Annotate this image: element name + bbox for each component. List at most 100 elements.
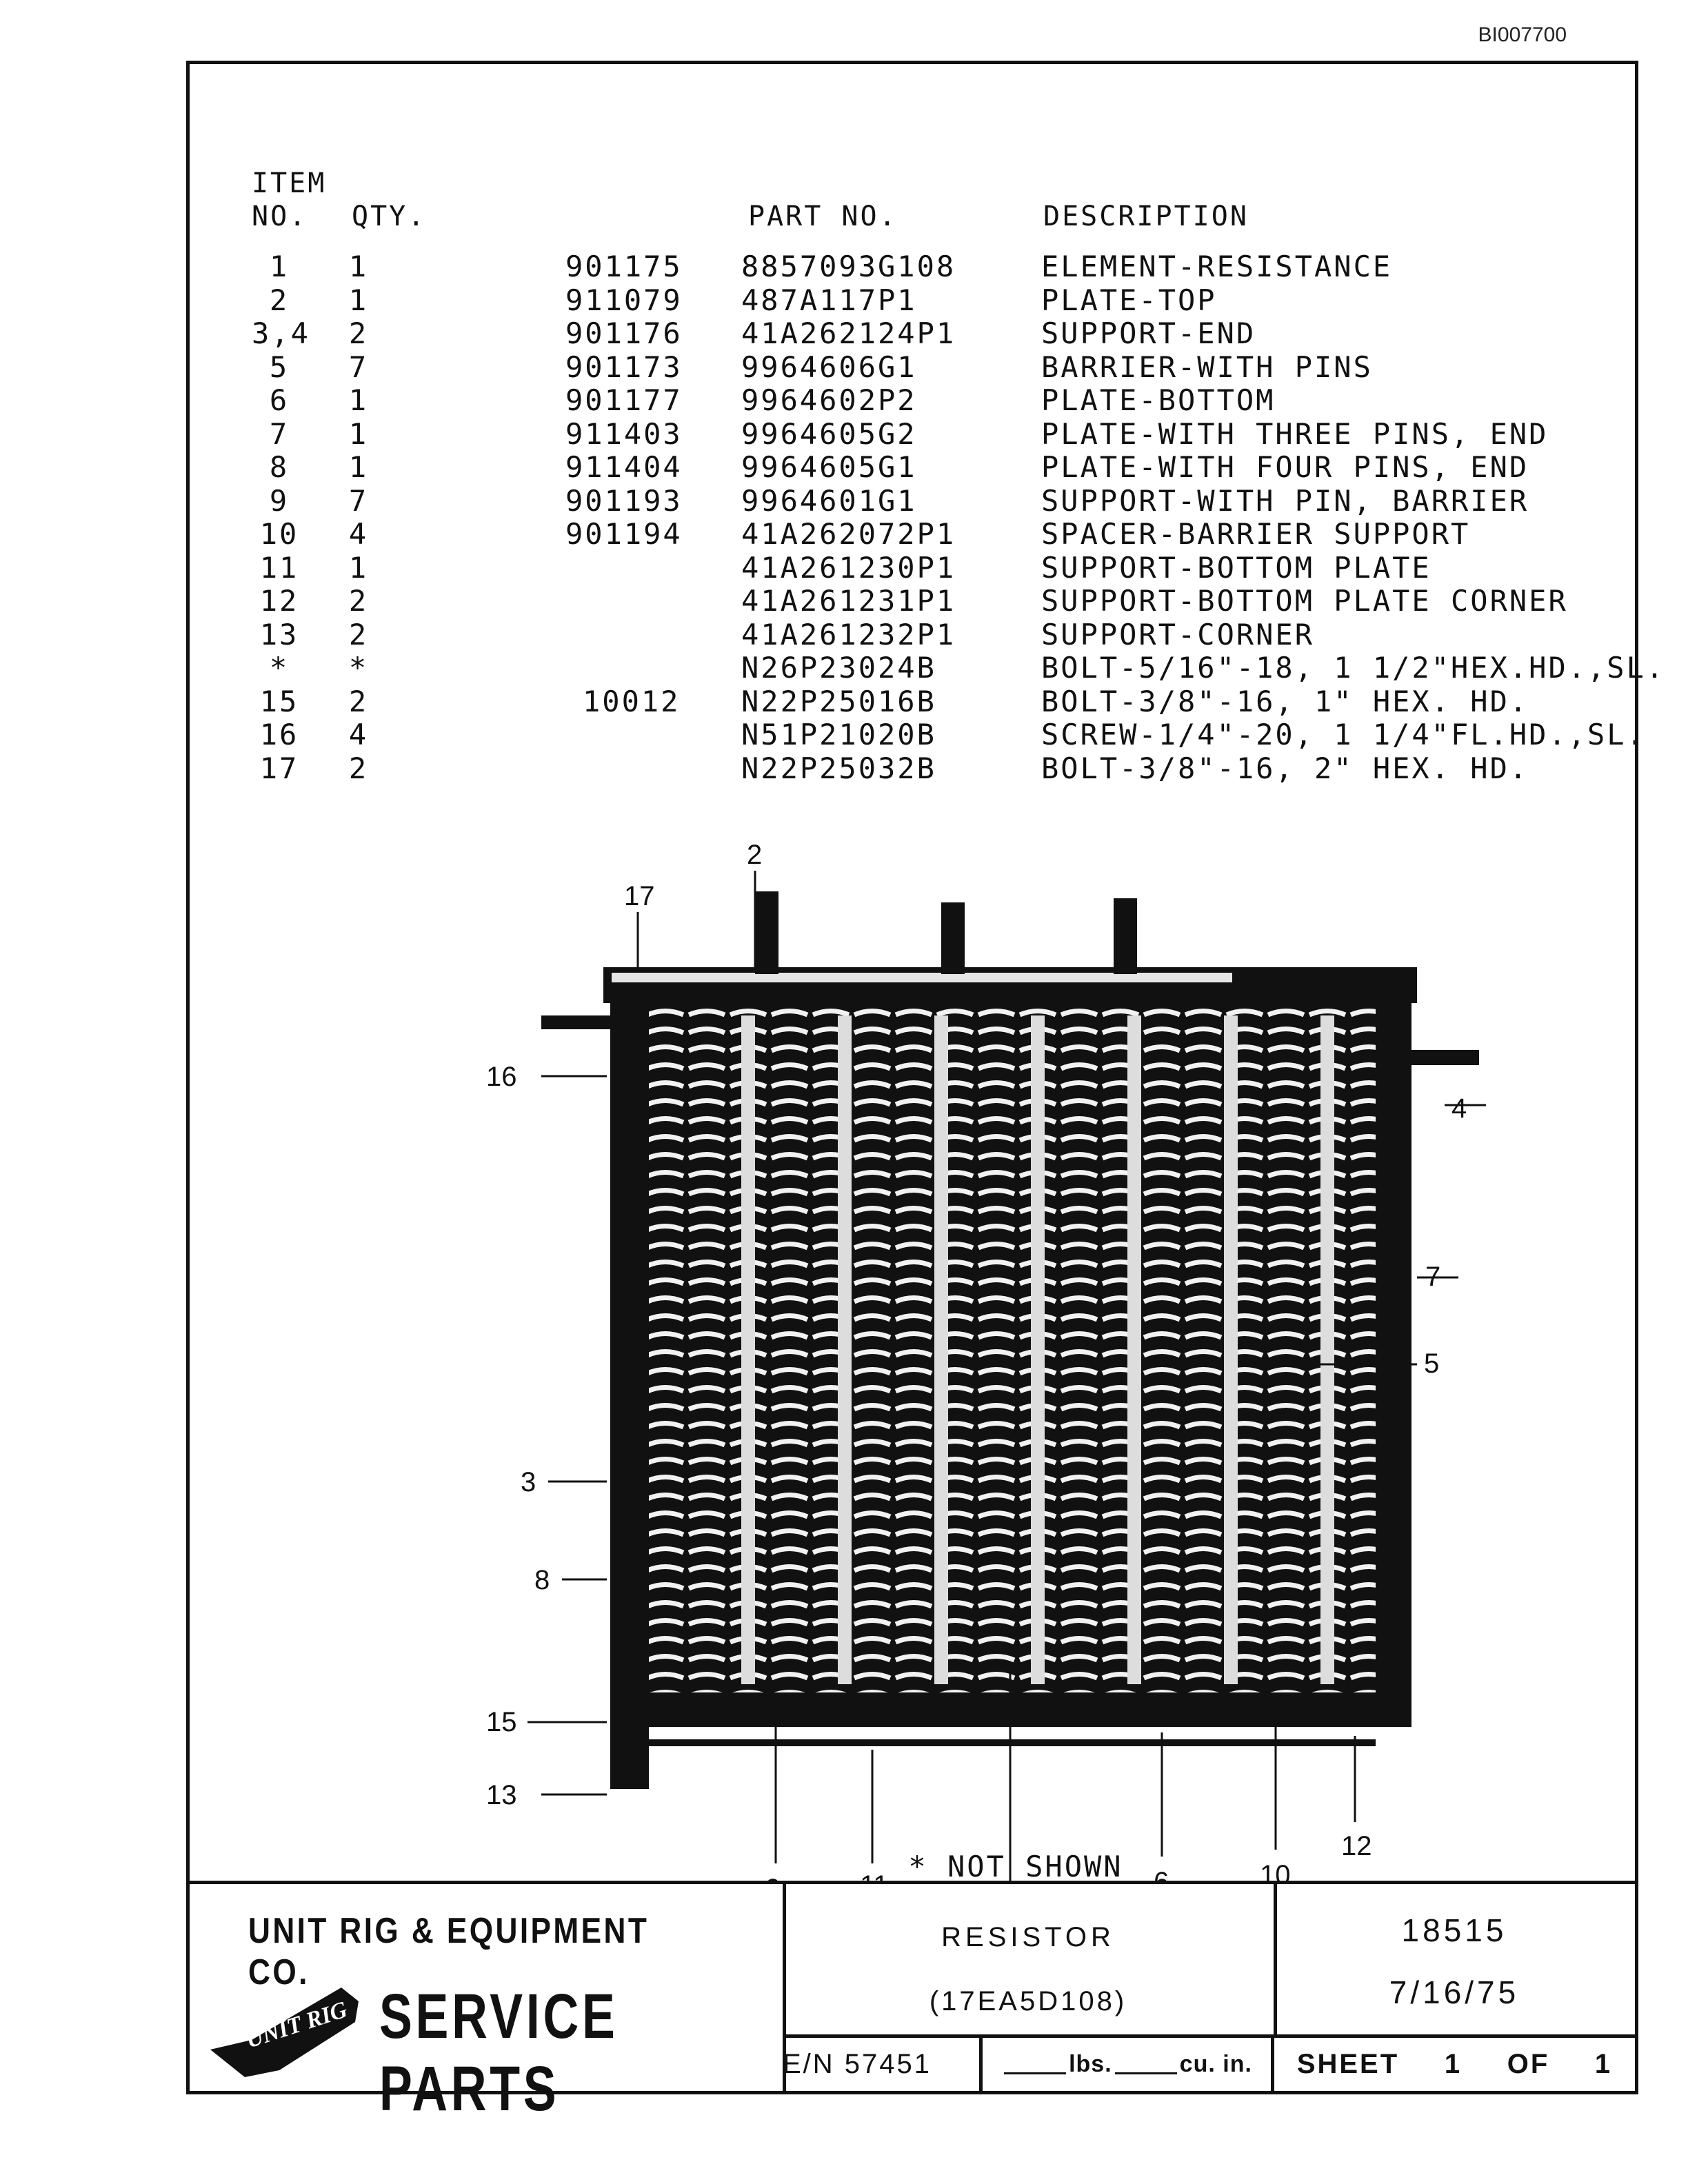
cell-qty: 2	[348, 584, 369, 618]
cell-desc: PLATE-BOTTOM	[1041, 383, 1276, 417]
end-support-left	[610, 1003, 649, 1789]
callout-5: 5	[1424, 1348, 1439, 1379]
not-shown-note: * NOT SHOWN	[908, 1850, 1123, 1883]
cell-desc: BOLT-5/16"-18, 1 1/2"HEX.HD.,SL.	[1041, 651, 1666, 685]
cell-item: 12	[259, 584, 299, 618]
cell-part: 41A261230P1	[741, 550, 956, 585]
cell-part: 9964601G1	[741, 483, 917, 518]
title-block-bottom-row: E/N 57451 lbs. cu. in. SHEET 1 OF 1	[783, 2034, 1635, 2091]
header-part-no: PART NO.	[748, 201, 898, 232]
cell-desc: BARRIER-WITH PINS	[1041, 350, 1373, 384]
reference-number: 18515	[1401, 1912, 1507, 1948]
cell-part: 9964606G1	[741, 350, 917, 384]
cell-qty: 1	[348, 450, 369, 484]
cell-stock: 10012	[583, 684, 681, 718]
cell-item: 1	[269, 250, 290, 283]
terminal	[1114, 898, 1137, 974]
reference-block: 18515 7/16/75	[1274, 1884, 1635, 2034]
parts-table-header: ITEM NO. QTY. PART NO. DESCRIPTION	[252, 168, 1603, 250]
cell-part: 9964602P2	[741, 383, 917, 417]
cell-item: 8	[269, 450, 290, 484]
callout-17: 17	[624, 881, 655, 911]
title-block: UNIT RIG & EQUIPMENT CO. UNIT RIG SERVIC…	[190, 1881, 1635, 2124]
cell-desc: SUPPORT-BOTTOM PLATE	[1041, 550, 1431, 585]
cell-part: 41A262072P1	[741, 517, 956, 551]
cell-stock: 911403	[565, 416, 683, 451]
table-row: 13 2 41A261232P1 SUPPORT-CORNER	[252, 618, 1603, 652]
cell-item: 5	[269, 350, 290, 384]
cell-part: 9964605G2	[741, 416, 917, 451]
cell-part: 41A261231P1	[741, 584, 956, 618]
sheet-total: 1	[1594, 2049, 1613, 2079]
callout-12: 12	[1341, 1831, 1372, 1861]
cell-qty: 7	[348, 483, 369, 518]
cell-part: 487A117P1	[741, 283, 917, 317]
cell-part: 41A261232P1	[741, 617, 956, 651]
sheet-label: SHEET	[1296, 2049, 1400, 2079]
cell-qty: 7	[348, 350, 369, 384]
cell-item: 9	[269, 483, 290, 518]
callout-7: 7	[1425, 1262, 1440, 1292]
barriers	[741, 1015, 1334, 1684]
cell-qty: 2	[348, 684, 369, 718]
callout-4: 4	[1451, 1093, 1467, 1124]
cell-item: 16	[259, 718, 299, 751]
cell-qty: 4	[348, 718, 369, 751]
end-support-right	[1376, 1003, 1411, 1692]
service-parts-label: SERVICE PARTS	[379, 1981, 619, 2124]
cell-stock: 901173	[565, 350, 683, 384]
cell-item: *	[269, 651, 290, 685]
cell-desc: SCREW-1/4"-20, 1 1/4"FL.HD.,SL.	[1041, 718, 1646, 751]
cell-part: 8857093G108	[741, 250, 956, 283]
document-id: BI007700	[1478, 23, 1567, 46]
table-row: 12 2 41A261231P1 SUPPORT-BOTTOM PLATE CORNE…	[252, 585, 1603, 618]
cell-desc: BOLT-3/8"-16, 1" HEX. HD.	[1041, 684, 1529, 718]
reference-date: 7/16/75	[1389, 1974, 1520, 2010]
cell-stock: 911079	[565, 283, 683, 317]
terminal	[755, 891, 778, 974]
volume-blank	[1114, 2054, 1177, 2074]
callout-16: 16	[486, 1062, 517, 1092]
callout-2: 2	[747, 840, 762, 870]
weight-blank	[1004, 2054, 1067, 2074]
cell-part: N26P23024B	[741, 651, 936, 685]
cell-item: 17	[259, 751, 299, 785]
cell-desc: SUPPORT-CORNER	[1041, 617, 1315, 651]
sheet-field: SHEET 1 OF 1	[1274, 2038, 1635, 2091]
callout-15: 15	[486, 1707, 517, 1737]
cell-stock: 911404	[565, 450, 683, 484]
terminal	[941, 902, 965, 974]
cell-qty: 2	[348, 617, 369, 651]
resistor-illustration: 17 2 16 4 7 5 3 8 15 13 9 11 1 6 10 12	[486, 840, 1500, 1923]
table-row: 5 7 901173 9964606G1 BARRIER-WITH PINS	[252, 350, 1603, 385]
sheet-number: 1	[1444, 2049, 1463, 2079]
cell-part: 41A262124P1	[741, 316, 956, 350]
of-label: OF	[1507, 2049, 1550, 2079]
cell-qty: 1	[348, 283, 369, 317]
company-name: UNIT RIG & EQUIPMENT CO.	[248, 1911, 650, 1992]
cell-item: 11	[259, 550, 299, 585]
callout-13: 13	[486, 1780, 517, 1810]
cell-stock: 901176	[565, 316, 683, 350]
cell-desc: PLATE-TOP	[1041, 283, 1217, 317]
cuin-label: cu. in.	[1179, 2051, 1252, 2077]
lbs-label: lbs.	[1069, 2051, 1112, 2077]
cell-item: 6	[269, 383, 290, 417]
cell-item: 13	[259, 617, 299, 651]
header-description: DESCRIPTION	[1043, 201, 1249, 232]
cell-desc: SPACER-BARRIER SUPPORT	[1041, 517, 1471, 551]
cell-desc: SUPPORT-BOTTOM PLATE CORNER	[1041, 584, 1568, 618]
resistance-element	[649, 1003, 1376, 1692]
header-item-line2: NO.	[252, 201, 308, 232]
